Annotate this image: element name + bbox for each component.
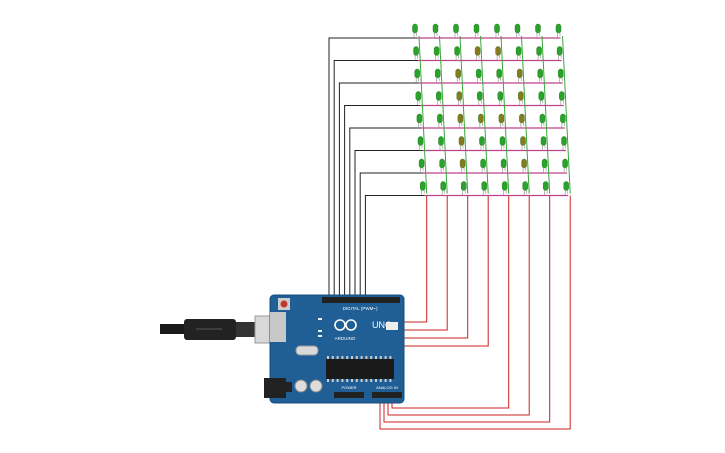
power-label: POWER xyxy=(341,385,356,390)
led[interactable] xyxy=(432,23,439,38)
led[interactable] xyxy=(498,113,505,128)
led[interactable] xyxy=(497,91,503,106)
led[interactable] xyxy=(539,113,546,128)
icsp-header[interactable] xyxy=(386,322,398,330)
led[interactable] xyxy=(521,158,527,173)
digital-label: DIGITAL (PWM~) xyxy=(343,306,378,311)
led[interactable] xyxy=(473,23,480,38)
led-matrix-connections xyxy=(417,35,571,197)
capacitor-2 xyxy=(309,379,323,393)
led[interactable] xyxy=(520,136,526,151)
led[interactable] xyxy=(536,46,542,61)
led[interactable] xyxy=(456,91,462,106)
led[interactable] xyxy=(496,68,502,83)
reset-button[interactable] xyxy=(280,300,288,308)
usb-plug-neck xyxy=(236,322,258,337)
led[interactable] xyxy=(535,23,541,38)
led[interactable] xyxy=(562,158,568,173)
led[interactable] xyxy=(519,113,525,128)
led[interactable] xyxy=(502,181,508,196)
usb-cable[interactable] xyxy=(160,315,282,344)
led[interactable] xyxy=(480,158,486,173)
led[interactable] xyxy=(417,136,424,151)
led[interactable] xyxy=(440,181,446,196)
led[interactable] xyxy=(439,158,445,173)
led[interactable] xyxy=(414,68,420,83)
board-led-l xyxy=(318,318,322,320)
crystal xyxy=(295,345,319,356)
power-header[interactable] xyxy=(334,392,364,398)
led[interactable] xyxy=(537,68,543,83)
led[interactable] xyxy=(538,91,544,106)
led[interactable] xyxy=(563,181,569,196)
led[interactable] xyxy=(477,91,483,106)
led[interactable] xyxy=(543,181,549,196)
led[interactable] xyxy=(420,181,426,196)
led[interactable] xyxy=(561,136,567,151)
digital-header[interactable] xyxy=(322,297,400,303)
led[interactable] xyxy=(454,46,460,61)
led[interactable] xyxy=(461,181,467,196)
analog-label: ANALOG IN xyxy=(376,385,398,390)
usb-cable-end xyxy=(160,324,188,334)
atmega-chip xyxy=(326,359,394,379)
led[interactable] xyxy=(479,136,485,151)
led[interactable] xyxy=(476,68,482,83)
led[interactable] xyxy=(517,68,523,83)
led[interactable] xyxy=(494,23,500,38)
led[interactable] xyxy=(458,136,465,151)
logo-text: UNO xyxy=(372,320,392,330)
led[interactable] xyxy=(495,46,501,61)
led[interactable] xyxy=(499,136,506,151)
led[interactable] xyxy=(555,23,562,38)
led[interactable] xyxy=(455,68,461,83)
arduino-logo xyxy=(334,319,357,331)
board-led-tx xyxy=(318,330,322,332)
arduino-uno-board[interactable]: DIGITAL (PWM~) UNO ARDUINO POWER ANALOG … xyxy=(264,294,405,404)
board-led-rx xyxy=(318,335,322,337)
led[interactable] xyxy=(415,91,421,106)
led[interactable] xyxy=(559,91,565,106)
led[interactable] xyxy=(416,113,423,128)
regulator xyxy=(278,382,292,392)
led[interactable] xyxy=(541,158,548,173)
led[interactable] xyxy=(522,181,528,196)
led[interactable] xyxy=(438,136,444,151)
led[interactable] xyxy=(514,23,521,38)
led[interactable] xyxy=(518,91,524,106)
capacitor-1 xyxy=(294,379,308,393)
led[interactable] xyxy=(481,181,487,196)
led[interactable] xyxy=(433,46,440,61)
led[interactable] xyxy=(478,113,484,128)
led[interactable] xyxy=(500,158,507,173)
chip-pins xyxy=(327,356,392,382)
led[interactable] xyxy=(413,46,419,61)
led[interactable] xyxy=(457,113,464,128)
brand-text: ARDUINO xyxy=(335,336,356,341)
led[interactable] xyxy=(558,68,564,83)
usb-port[interactable] xyxy=(270,312,286,342)
led[interactable] xyxy=(437,113,443,128)
led[interactable] xyxy=(436,91,442,106)
led[interactable] xyxy=(556,46,563,61)
led[interactable] xyxy=(474,46,481,61)
led[interactable] xyxy=(435,68,441,83)
led[interactable] xyxy=(453,23,459,38)
led[interactable] xyxy=(560,113,566,128)
led[interactable] xyxy=(515,46,522,61)
analog-header[interactable] xyxy=(372,392,402,398)
led[interactable] xyxy=(459,158,466,173)
led-matrix[interactable] xyxy=(412,23,569,196)
column-wires[interactable] xyxy=(328,37,425,298)
led[interactable] xyxy=(412,23,418,38)
led[interactable] xyxy=(540,136,547,151)
led[interactable] xyxy=(418,158,425,173)
